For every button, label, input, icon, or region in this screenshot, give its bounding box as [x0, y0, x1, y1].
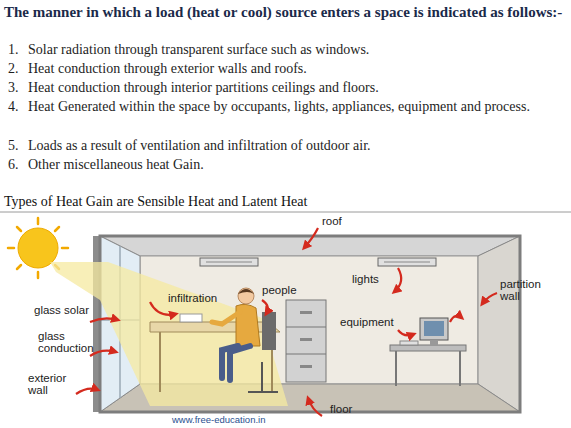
part-label: exterior wall	[28, 372, 78, 396]
drawer-line	[286, 354, 326, 355]
list-number: 2.	[8, 59, 19, 78]
watermark: www.free-education.in	[172, 414, 265, 425]
chair-back	[262, 312, 276, 350]
head	[238, 288, 254, 304]
legs	[222, 346, 250, 380]
part-label: glass conduction	[38, 330, 100, 354]
equipment-station	[390, 318, 466, 386]
heat-arrow	[262, 300, 268, 314]
list-item: Other miscellaneous heat Gain.	[28, 155, 564, 174]
heat-arrow	[76, 389, 98, 394]
list-number: 4.	[8, 97, 19, 116]
cabinet	[286, 300, 326, 382]
list-number: 6.	[8, 155, 19, 174]
part-label: lights	[352, 273, 379, 285]
list-number: 1.	[8, 40, 19, 59]
desk-leg	[159, 332, 161, 392]
light-fixture-detail	[206, 262, 252, 263]
part-label: people	[262, 284, 297, 296]
table-leg	[459, 351, 461, 386]
partition-wall	[478, 236, 520, 412]
light-fixture	[200, 258, 258, 266]
part-label: roof	[322, 215, 342, 227]
heat-arrow	[398, 330, 414, 335]
heat-arrow	[394, 268, 401, 292]
list-item: Loads as a result of ventilation and inf…	[28, 136, 564, 155]
list-item: Solar radiation through transparent surf…	[28, 40, 564, 59]
monitor-stand	[430, 340, 438, 345]
solar-beam	[50, 262, 288, 406]
list-number: 5.	[8, 136, 19, 155]
drawer-handle	[300, 311, 312, 314]
part-label: equipment	[340, 316, 394, 328]
computer-screen	[424, 321, 444, 336]
part-label: partition wall	[500, 278, 556, 302]
heat-arrow	[308, 398, 322, 416]
light-fixtures	[200, 258, 436, 266]
heat-arrow	[90, 318, 118, 322]
table-leg	[395, 351, 397, 386]
filing-cabinets	[286, 300, 326, 382]
arm	[212, 312, 240, 324]
computer-monitor	[420, 318, 448, 340]
list-number: 3.	[8, 78, 19, 97]
chair-base	[248, 391, 278, 393]
list-item: Heat Generated within the space by occup…	[28, 97, 564, 116]
keyboard	[400, 341, 418, 345]
list-item: Heat conduction through exterior walls a…	[28, 59, 564, 78]
heat-gain-arrows	[76, 228, 497, 416]
person	[212, 288, 278, 392]
equipment-table	[390, 345, 466, 351]
drawer-handle	[300, 338, 312, 341]
drawer-line	[286, 327, 326, 328]
heat-arrow	[90, 351, 116, 356]
paper	[180, 314, 202, 322]
light-fixture	[378, 258, 436, 266]
list-item: Heat conduction through interior partiti…	[28, 78, 564, 97]
desk	[150, 314, 280, 392]
heat-arrow	[450, 316, 462, 322]
separator-line	[0, 212, 571, 213]
part-label: glass solar	[34, 304, 89, 316]
hair	[238, 289, 254, 294]
light-fixture-detail	[384, 262, 430, 263]
heat-arrow	[482, 293, 497, 304]
part-label: infiltration	[168, 292, 217, 304]
chair-post	[261, 362, 263, 392]
heat-arrow	[304, 228, 318, 248]
summary-note: Types of Heat Gain are Sensible Heat and…	[4, 192, 564, 211]
part-label: floor	[330, 403, 352, 415]
slide-title: The manner in which a load (heat or cool…	[4, 3, 570, 21]
drawer-handle	[300, 365, 312, 368]
